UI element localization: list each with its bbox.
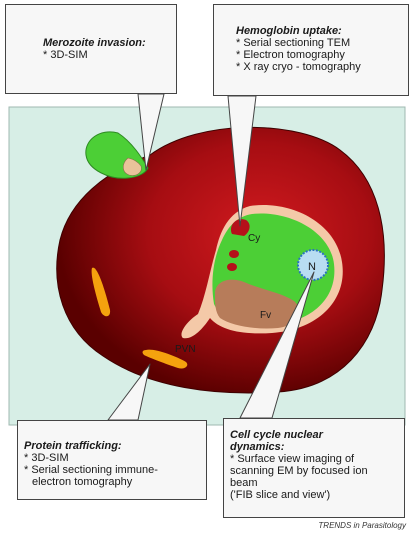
- merozoite-apical: [122, 157, 142, 176]
- callout-item: * Surface view imaging of: [230, 453, 355, 465]
- pointer-merozoite: [137, 93, 165, 171]
- callout-item: * Electron tomography: [236, 49, 345, 61]
- trafficking-vesicle: [142, 349, 188, 369]
- callout-item: * Serial sectioning immune-: [24, 464, 158, 476]
- cytostome: [230, 219, 250, 236]
- label-cy: Cy: [248, 233, 260, 244]
- source-credit: TRENDS in Parasitology: [318, 521, 406, 530]
- label-fv: Fv: [260, 310, 271, 321]
- callout-item: electron tomography: [32, 476, 133, 488]
- callout-item: * 3D-SIM: [43, 49, 88, 61]
- callout-item: * Serial sectioning TEM: [236, 37, 351, 49]
- callout-item: * 3D-SIM: [24, 452, 69, 464]
- callout-item: beam: [230, 477, 258, 489]
- callout-item: * X ray cryo - tomography: [236, 61, 361, 73]
- callout-protein-trafficking: Protein trafficking: * 3D-SIM * Serial s…: [17, 420, 207, 500]
- callout-heading: Protein trafficking:: [24, 440, 122, 452]
- callout-item: ('FIB slice and view'): [230, 489, 331, 501]
- callout-heading: dynamics:: [230, 441, 285, 453]
- callout-hemoglobin-uptake: Hemoglobin uptake: * Serial sectioning T…: [213, 4, 409, 96]
- label-n: N: [308, 261, 316, 273]
- pvn-structure: [181, 313, 208, 338]
- hemoglobin-vesicle: [229, 250, 239, 258]
- callout-heading: Cell cycle nuclear: [230, 429, 323, 441]
- callout-heading: Hemoglobin uptake:: [236, 25, 342, 37]
- label-pvn: PVN: [175, 344, 196, 355]
- pointer-hemoglobin: [227, 95, 257, 227]
- nucleus: [297, 249, 329, 281]
- trafficking-vesicle: [91, 267, 111, 317]
- callout-heading: Merozoite invasion:: [43, 37, 146, 49]
- food-vacuole: [214, 279, 299, 329]
- callout-item: scanning EM by focused ion: [230, 465, 368, 477]
- callout-cell-cycle-nuclear-dynamics: Cell cycle nuclear dynamics: * Surface v…: [223, 418, 405, 518]
- hemoglobin-vesicle: [227, 263, 237, 271]
- callout-merozoite-invasion: Merozoite invasion: * 3D-SIM: [5, 4, 177, 94]
